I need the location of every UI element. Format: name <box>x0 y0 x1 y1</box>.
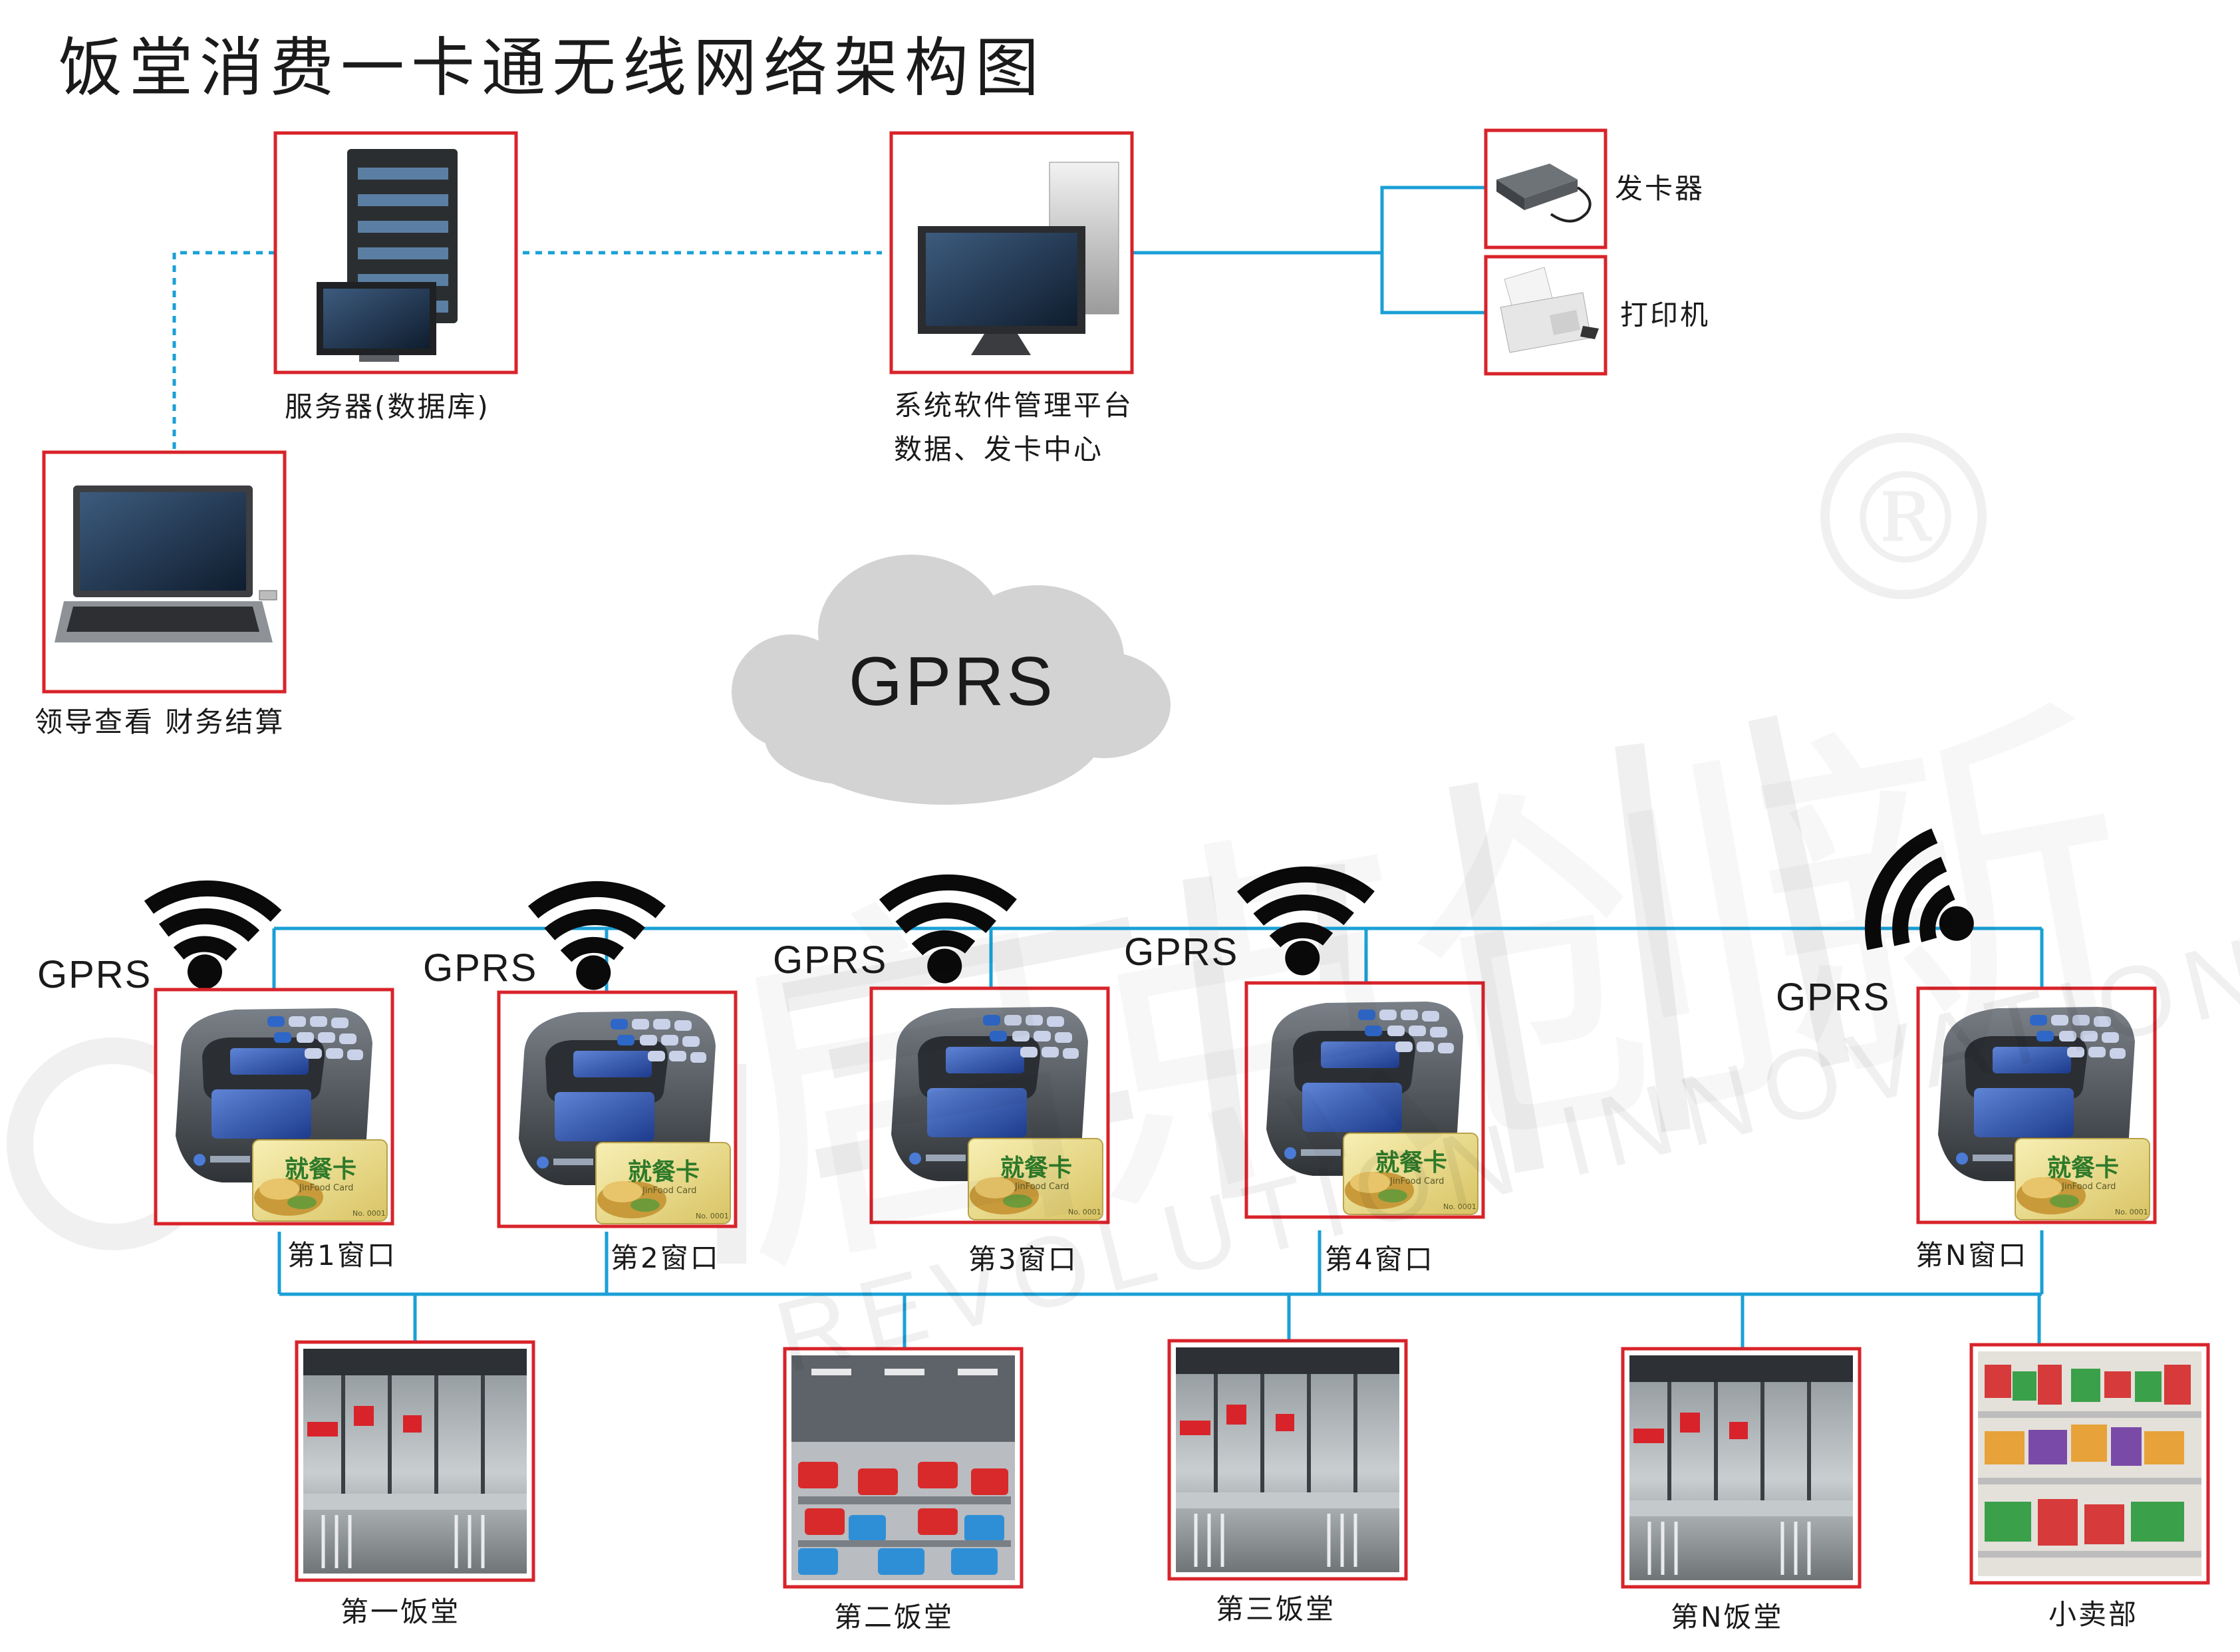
canteen-photo <box>297 1342 533 1580</box>
server-device <box>273 131 518 374</box>
meal-card-title: 就餐卡 <box>1375 1149 1447 1176</box>
window-label: 第2窗口 <box>611 1242 720 1274</box>
venue-label: 小卖部 <box>2048 1598 2139 1631</box>
meal-card-number: No. 0001 <box>2115 1208 2148 1216</box>
meal-card-subtitle: JinFood Card <box>642 1186 696 1196</box>
leader-label: 领导查看 财务结算 <box>35 706 285 738</box>
wifi-icon <box>531 873 675 1000</box>
platform-label: 系统软件管理平台 <box>894 389 1134 422</box>
printer-device <box>1484 255 1608 376</box>
management-pc <box>889 131 1134 374</box>
top-connections <box>172 186 1490 452</box>
meal-card-subtitle: JinFood Card <box>2061 1182 2116 1192</box>
canteen-photo <box>1623 1349 1860 1587</box>
canteen-photo <box>1169 1341 1406 1579</box>
window-label: 第N窗口 <box>1915 1239 2029 1272</box>
leader-laptop <box>42 450 287 694</box>
meal-card-number: No. 0001 <box>1443 1202 1476 1211</box>
venue-label: 第二饭堂 <box>834 1601 954 1633</box>
meal-card-subtitle: JinFood Card <box>299 1183 353 1193</box>
venue-label: 第一饭堂 <box>341 1595 461 1628</box>
wireless-label: GPRS <box>1124 930 1239 974</box>
server-label: 服务器(数据库) <box>285 390 490 423</box>
card-issuer-device <box>1484 128 1608 249</box>
meal-card-title: 就餐卡 <box>2047 1154 2119 1182</box>
wireless-label: GPRS <box>773 938 888 982</box>
cloud-label: GPRS <box>849 643 1055 720</box>
gprs-cloud <box>732 555 1171 805</box>
wireless-label: GPRS <box>1776 976 1891 1019</box>
card-issuer-label: 发卡器 <box>1615 172 1705 205</box>
meal-card-title: 就餐卡 <box>628 1158 700 1186</box>
meal-card-title: 就餐卡 <box>1000 1154 1072 1182</box>
pos-terminal <box>499 992 736 1226</box>
meal-card-number: No. 0001 <box>1068 1208 1101 1216</box>
wireless-label: GPRS <box>37 953 152 996</box>
pos-terminal <box>156 990 392 1224</box>
meal-card-number: No. 0001 <box>696 1212 729 1220</box>
platform-sublabel: 数据、发卡中心 <box>894 433 1104 466</box>
shop-photo <box>1971 1345 2208 1583</box>
window-label: 第1窗口 <box>287 1239 397 1272</box>
meal-card-number: No. 0001 <box>352 1209 386 1218</box>
wireless-label: GPRS <box>423 946 538 990</box>
venue-bus <box>277 1230 2044 1349</box>
printer-label: 打印机 <box>1620 299 1711 331</box>
meal-card-subtitle: JinFood Card <box>1389 1176 1444 1186</box>
window-label: 第3窗口 <box>968 1243 1078 1276</box>
watermark-mark: ® <box>1842 446 1969 593</box>
venue-label: 第N饭堂 <box>1671 1601 1784 1633</box>
page-title: 饭堂消费一卡通无线网络架构图 <box>59 31 1046 105</box>
window-label: 第4窗口 <box>1325 1243 1435 1276</box>
venue-label: 第三饭堂 <box>1216 1593 1336 1625</box>
meal-card-title: 就餐卡 <box>285 1155 356 1183</box>
wifi-icon <box>147 876 286 996</box>
meal-card-subtitle: JinFood Card <box>1014 1182 1069 1192</box>
